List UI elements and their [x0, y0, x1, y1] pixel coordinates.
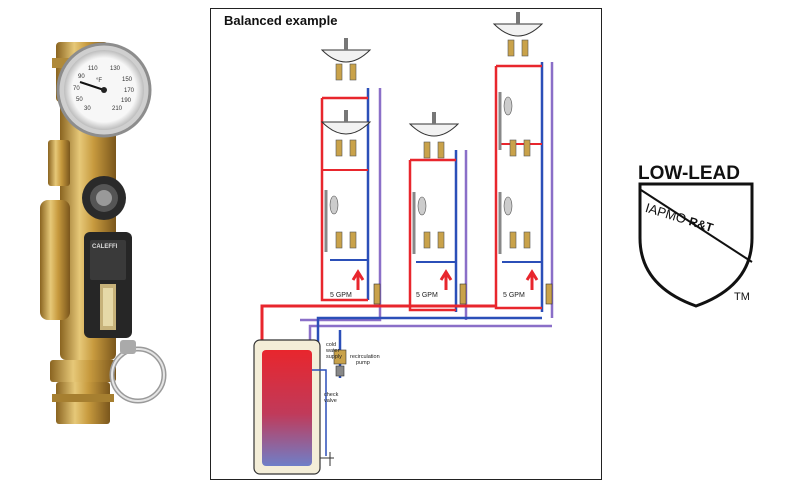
riser-column-2 — [408, 112, 468, 320]
balancing-valve-image — [40, 42, 167, 424]
diagram-title: Balanced example — [224, 13, 338, 28]
gauge-label-90: 90 — [78, 74, 85, 80]
gauge-label-30: 30 — [84, 106, 91, 112]
flow-label-3: 5 GPM — [503, 292, 525, 299]
riser-column-3 — [492, 12, 554, 318]
logo-title: LOW-LEAD — [638, 163, 740, 184]
recirculation-pump-label: recirculation pump — [350, 354, 380, 366]
gauge-label-150: 150 — [122, 77, 133, 83]
gauge-label-130: 130 — [110, 66, 121, 72]
gauge-label-170: 170 — [124, 88, 135, 94]
cold-water-supply-label: cold water supply — [326, 342, 342, 360]
check-valve-label: check valve — [324, 392, 339, 404]
gauge-unit: °F — [96, 78, 103, 84]
low-lead-iapmo-logo — [638, 182, 754, 308]
riser-column-1 — [300, 38, 382, 322]
gauge-label-190: 190 — [121, 98, 132, 104]
brand-label: CALEFFI — [92, 244, 118, 250]
gauge-label-110: 110 — [88, 66, 98, 72]
gauge-label-50: 50 — [76, 97, 83, 103]
plumbing-schematic — [253, 12, 554, 475]
trademark-symbol: TM — [734, 291, 750, 303]
flow-label-1: 5 GPM — [330, 292, 352, 299]
flow-label-2: 5 GPM — [416, 292, 438, 299]
recirculation-pump — [333, 330, 347, 378]
gauge-label-210: 210 — [112, 106, 123, 112]
water-heater-tank — [253, 339, 334, 475]
gauge-label-70: 70 — [73, 86, 80, 92]
